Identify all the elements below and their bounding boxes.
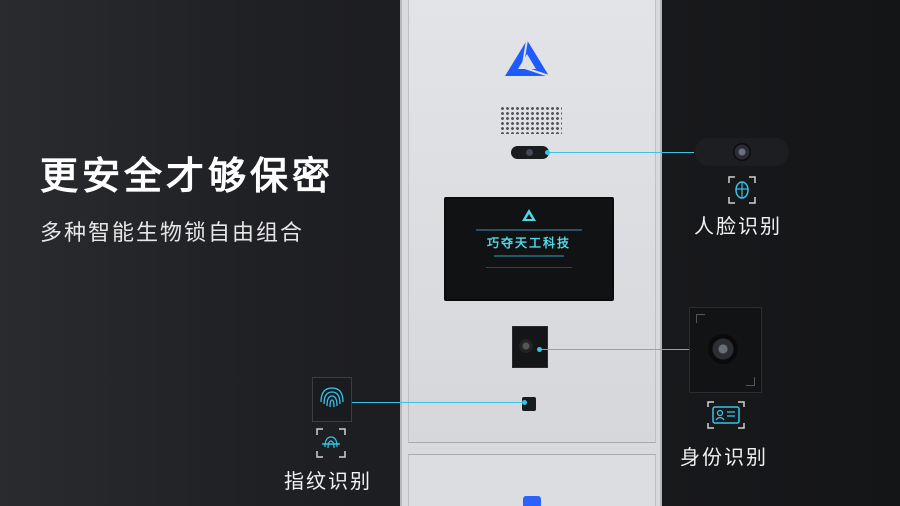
screen-title: 巧夺天工科技 bbox=[486, 236, 571, 250]
id-callout-line bbox=[540, 349, 690, 350]
triangle-logo-icon bbox=[505, 39, 550, 77]
face-label: 人脸识别 bbox=[694, 214, 782, 238]
screen-footer-line bbox=[486, 267, 572, 268]
screen-subtitle-line bbox=[494, 255, 564, 257]
id-label: 身份识别 bbox=[680, 445, 768, 469]
fingerprint-icon bbox=[320, 387, 344, 408]
id-callout-dot bbox=[537, 347, 542, 352]
camera-module bbox=[511, 146, 549, 159]
status-led bbox=[523, 496, 541, 506]
face-camera-closeup bbox=[695, 138, 789, 166]
id-reader bbox=[512, 326, 548, 368]
fingerprint-scan-icon bbox=[316, 428, 346, 458]
face-scan-icon bbox=[728, 176, 756, 204]
fingerprint-closeup bbox=[312, 377, 352, 422]
face-callout-dot bbox=[545, 150, 550, 155]
speaker-grille bbox=[500, 106, 562, 134]
id-card-icon bbox=[707, 401, 745, 429]
fingerprint-callout-line bbox=[350, 402, 526, 403]
fingerprint-callout-dot bbox=[522, 400, 527, 405]
fingerprint-label: 指纹识别 bbox=[284, 469, 372, 493]
subheadline: 多种智能生物锁自由组合 bbox=[40, 221, 305, 246]
display-screen: 巧夺天工科技 bbox=[444, 197, 614, 301]
screen-logo-icon bbox=[522, 209, 536, 221]
face-callout-line bbox=[548, 152, 694, 153]
headline: 更安全才够保密 bbox=[40, 154, 335, 198]
screen-caption-line bbox=[476, 229, 582, 231]
id-reader-closeup bbox=[689, 307, 762, 393]
